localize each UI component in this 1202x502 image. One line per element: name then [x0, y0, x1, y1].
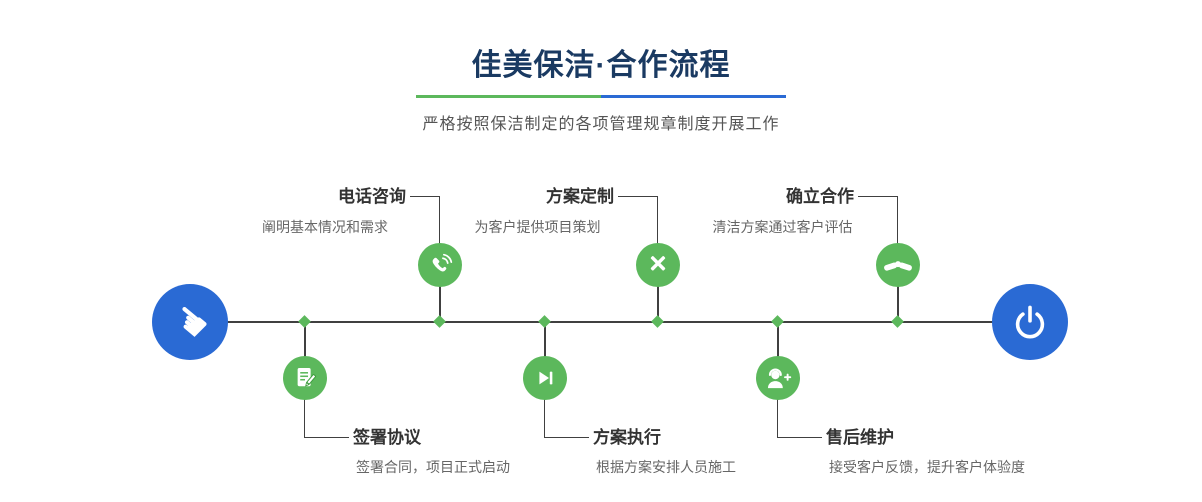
- hand-pointer-icon: ☚: [161, 292, 219, 352]
- connector-vertical: [777, 322, 779, 378]
- step-title-plan-execution: 方案执行: [593, 428, 661, 447]
- power-icon: [1012, 304, 1048, 340]
- step-node-plan-customization: [636, 243, 680, 287]
- page-subtitle: 严格按照保洁制定的各项管理规章制度开展工作: [422, 116, 780, 133]
- step-node-sign-agreement: [283, 356, 327, 400]
- connector-vertical: [897, 265, 899, 322]
- label-connector: [777, 399, 822, 438]
- timeline-line: [190, 321, 1030, 323]
- label-connector: [544, 399, 589, 438]
- label-connector: [618, 196, 658, 244]
- timeline-node-diamond: [433, 315, 446, 328]
- step-title-establish-cooperation: 确立合作: [786, 187, 854, 206]
- step-desc-sign-agreement: 签署合同，项目正式启动: [356, 459, 510, 475]
- connector-vertical: [657, 265, 659, 322]
- title-underline: [416, 95, 786, 98]
- design-tools-icon: [645, 252, 671, 278]
- connector-vertical: [544, 322, 546, 378]
- handshake-icon: [883, 254, 913, 277]
- step-node-phone-consultation: [418, 243, 462, 287]
- connector-vertical: [439, 265, 441, 322]
- phone-icon: [427, 252, 454, 279]
- label-connector: [858, 196, 898, 244]
- timeline-node-diamond: [298, 315, 311, 328]
- step-desc-after-sales: 接受客户反馈，提升客户体验度: [829, 459, 1025, 475]
- step-title-sign-agreement: 签署协议: [353, 428, 421, 447]
- step-node-establish-cooperation: [876, 243, 920, 287]
- page-title: 佳美保洁·合作流程: [471, 49, 731, 82]
- timeline-node-diamond: [771, 315, 784, 328]
- play-execute-icon: [533, 366, 557, 390]
- contract-sign-icon: [292, 365, 318, 391]
- customer-service-icon: [764, 365, 792, 392]
- step-node-plan-execution: [523, 356, 567, 400]
- underline-green-segment: [416, 95, 601, 98]
- end-node: [992, 284, 1068, 360]
- step-desc-phone-consultation: 阐明基本情况和需求: [262, 219, 388, 235]
- connector-vertical: [304, 322, 306, 378]
- step-desc-plan-execution: 根据方案安排人员施工: [596, 459, 736, 475]
- timeline-node-diamond: [651, 315, 664, 328]
- label-connector: [410, 196, 440, 244]
- step-title-phone-consultation: 电话咨询: [338, 187, 406, 206]
- step-desc-establish-cooperation: 清洁方案通过客户评估: [712, 219, 853, 235]
- step-desc-plan-customization: 为客户提供项目策划: [474, 219, 601, 235]
- timeline-node-diamond: [891, 315, 904, 328]
- step-title-plan-customization: 方案定制: [546, 187, 614, 206]
- start-node: ☚: [152, 284, 228, 360]
- underline-blue-segment: [601, 95, 786, 98]
- label-connector: [304, 399, 349, 438]
- step-title-after-sales: 售后维护: [826, 428, 894, 447]
- step-node-after-sales: [756, 356, 800, 400]
- timeline-node-diamond: [538, 315, 551, 328]
